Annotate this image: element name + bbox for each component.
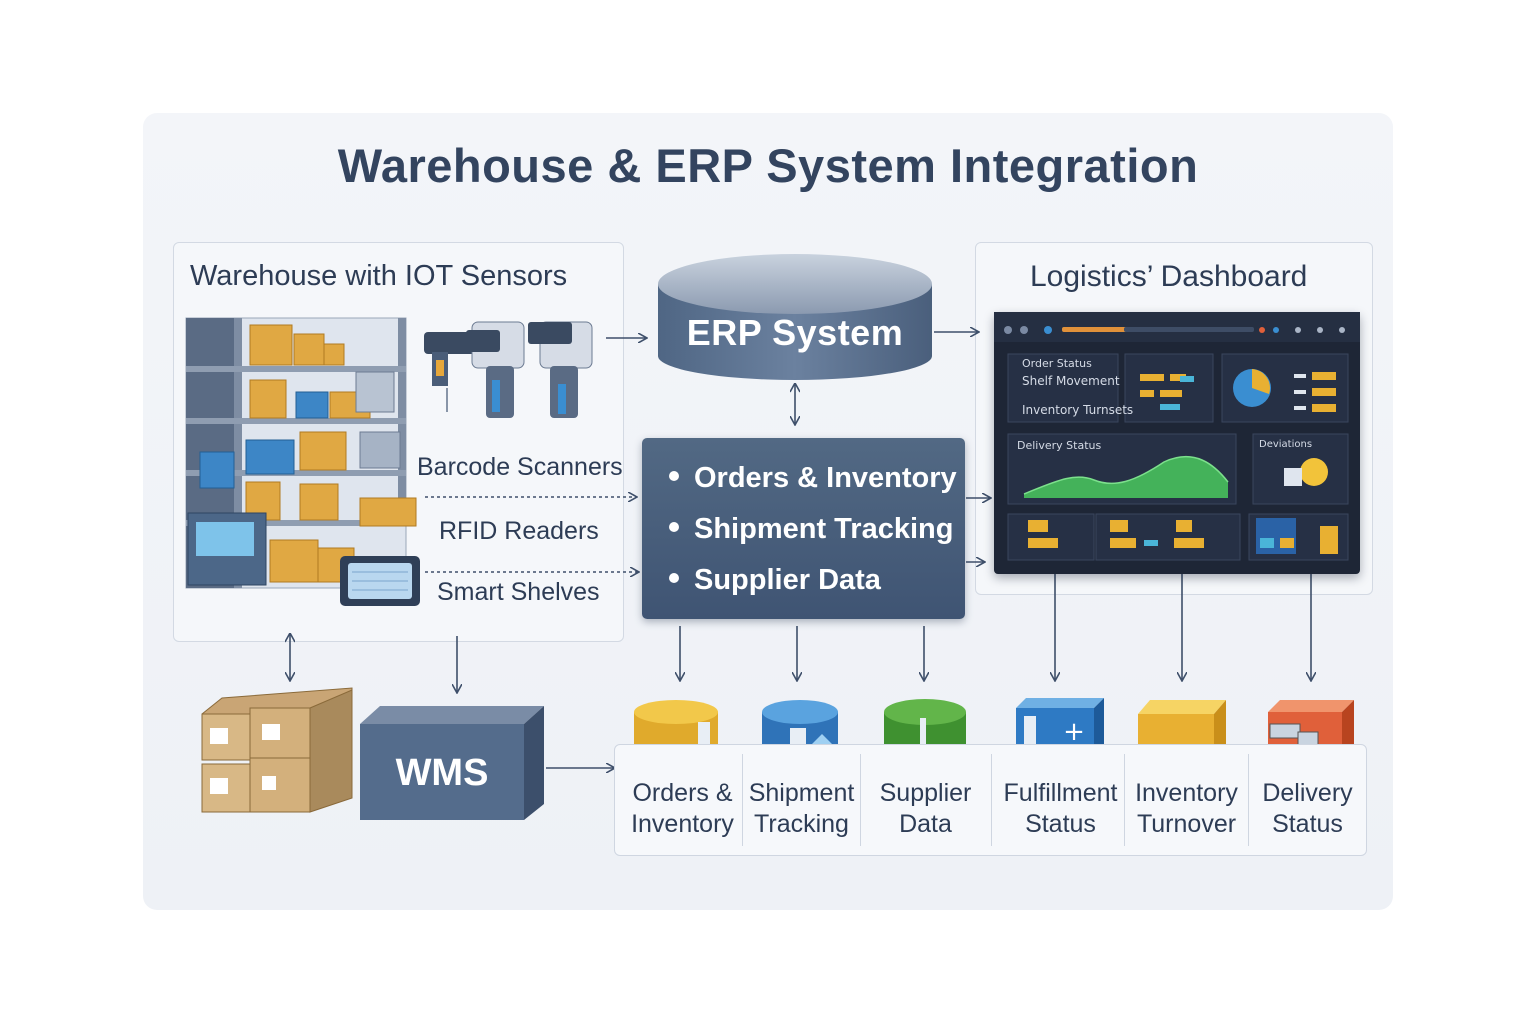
bullet-icon bbox=[669, 573, 679, 584]
connector-arrows bbox=[290, 332, 1311, 768]
rfid-reader-illustration bbox=[340, 556, 420, 606]
dashboard-text-deviations: Deviations bbox=[1259, 439, 1313, 450]
label-smart-shelves: Smart Shelves bbox=[437, 578, 600, 606]
dashboard-screen bbox=[994, 312, 1360, 574]
bottom-label-line: Data bbox=[899, 810, 952, 838]
wms-label: WMS bbox=[395, 752, 489, 794]
label-barcode-scanners: Barcode Scanners bbox=[417, 453, 623, 481]
dashboard-text-shelf-movement: Shelf Movement bbox=[1022, 374, 1120, 388]
erp-item-orders: Orders & Inventory bbox=[669, 462, 957, 495]
diagram-title: Warehouse & ERP System Integration bbox=[337, 139, 1199, 192]
bottom-label-line: Fulfillment bbox=[1003, 779, 1118, 807]
dashboard-screen-graphics bbox=[994, 312, 1360, 561]
bottom-label-line: Status bbox=[1272, 810, 1343, 838]
erp-item-supplier: Supplier Data bbox=[669, 564, 881, 597]
divider bbox=[742, 754, 743, 846]
erp-item-label: Orders & Inventory bbox=[694, 462, 957, 494]
label-rfid-readers: RFID Readers bbox=[439, 517, 599, 545]
divider bbox=[1124, 754, 1125, 846]
bottom-label-orders-inventory: Orders & Inventory bbox=[620, 778, 745, 840]
erp-item-label: Shipment Tracking bbox=[694, 513, 954, 545]
wms-block bbox=[360, 706, 544, 820]
erp-system-label: ERP System bbox=[686, 312, 904, 353]
stacked-boxes-illustration bbox=[201, 687, 353, 813]
bottom-label-line: Supplier bbox=[879, 779, 972, 807]
barcode-scanners-illustration bbox=[424, 321, 593, 418]
bottom-label-line: Shipment bbox=[748, 779, 855, 807]
erp-item-shipment: Shipment Tracking bbox=[669, 513, 953, 546]
dashboard-text-inventory-turnsets: Inventory Turnsets bbox=[1022, 403, 1134, 417]
bottom-label-line: Delivery bbox=[1262, 779, 1353, 807]
divider bbox=[860, 754, 861, 846]
bottom-label-line: Inventory bbox=[1135, 779, 1238, 807]
bottom-label-line: Status bbox=[1025, 810, 1096, 838]
dashboard-text-order-status: Order Status bbox=[1022, 357, 1092, 370]
svg-text:+: + bbox=[1063, 717, 1085, 747]
bottom-label-shipment-tracking: Shipment Tracking bbox=[739, 778, 864, 840]
bottom-label-delivery-status: Delivery Status bbox=[1245, 778, 1370, 840]
bottom-label-line: Tracking bbox=[754, 810, 849, 838]
bottom-label-line: Turnover bbox=[1136, 810, 1237, 838]
bullet-icon bbox=[669, 471, 679, 482]
dashboard-text-delivery-status: Delivery Status bbox=[1017, 439, 1102, 452]
erp-database-icon bbox=[658, 254, 932, 380]
warehouse-panel-title: Warehouse with IOT Sensors bbox=[190, 260, 568, 292]
erp-data-box bbox=[642, 438, 965, 619]
bottom-label-supplier-data: Supplier Data bbox=[863, 778, 988, 840]
divider bbox=[1248, 754, 1249, 846]
dashboard-panel-title: Logistics’ Dashboard bbox=[1030, 260, 1308, 293]
bullet-icon bbox=[669, 522, 679, 533]
bottom-label-line: Orders & bbox=[632, 779, 733, 807]
erp-item-label: Supplier Data bbox=[694, 564, 881, 596]
bottom-data-bar bbox=[614, 744, 1367, 856]
bottom-label-line: Inventory bbox=[631, 810, 734, 838]
divider bbox=[991, 754, 992, 846]
bottom-label-fulfillment-status: Fulfillment Status bbox=[998, 778, 1123, 840]
bottom-label-inventory-turnover: Inventory Turnover bbox=[1124, 778, 1249, 840]
